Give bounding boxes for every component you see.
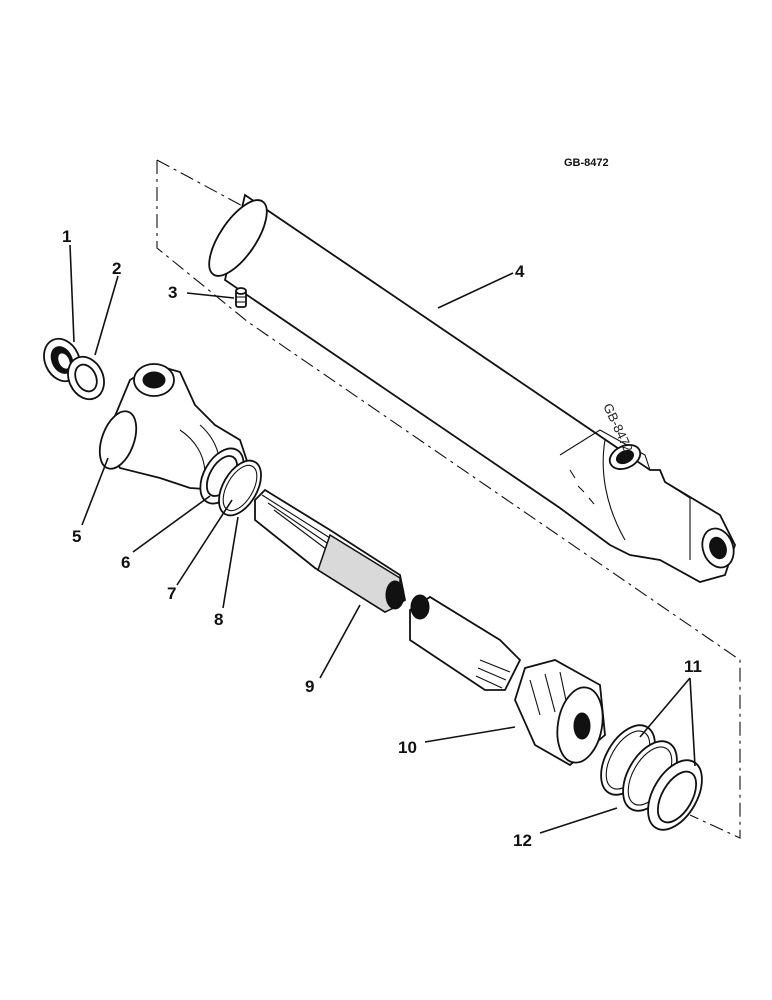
piston [514, 659, 606, 767]
drawing-code: GB-8472 [564, 157, 609, 169]
cylinder-barrel: GB-8472 [208, 193, 736, 583]
callout-2: 2 [112, 259, 121, 278]
piston-seal [647, 759, 703, 831]
piston-rod [254, 488, 522, 691]
leader-lines [69, 244, 696, 834]
callout-5: 5 [72, 527, 81, 546]
callout-10: 10 [398, 738, 417, 757]
callout-8: 8 [214, 610, 223, 629]
grease-fitting [235, 287, 247, 308]
seal-rings [199, 447, 262, 517]
assembly-centerlines [156, 159, 741, 839]
callout-11: 11 [684, 657, 702, 676]
callout-12: 12 [513, 831, 532, 850]
callout-7: 7 [167, 584, 176, 603]
callout-9: 9 [305, 677, 314, 696]
callout-3: 3 [168, 283, 177, 302]
washer [67, 355, 105, 401]
callout-6: 6 [121, 553, 130, 572]
callout-4: 4 [515, 262, 525, 281]
callout-1: 1 [62, 227, 71, 246]
